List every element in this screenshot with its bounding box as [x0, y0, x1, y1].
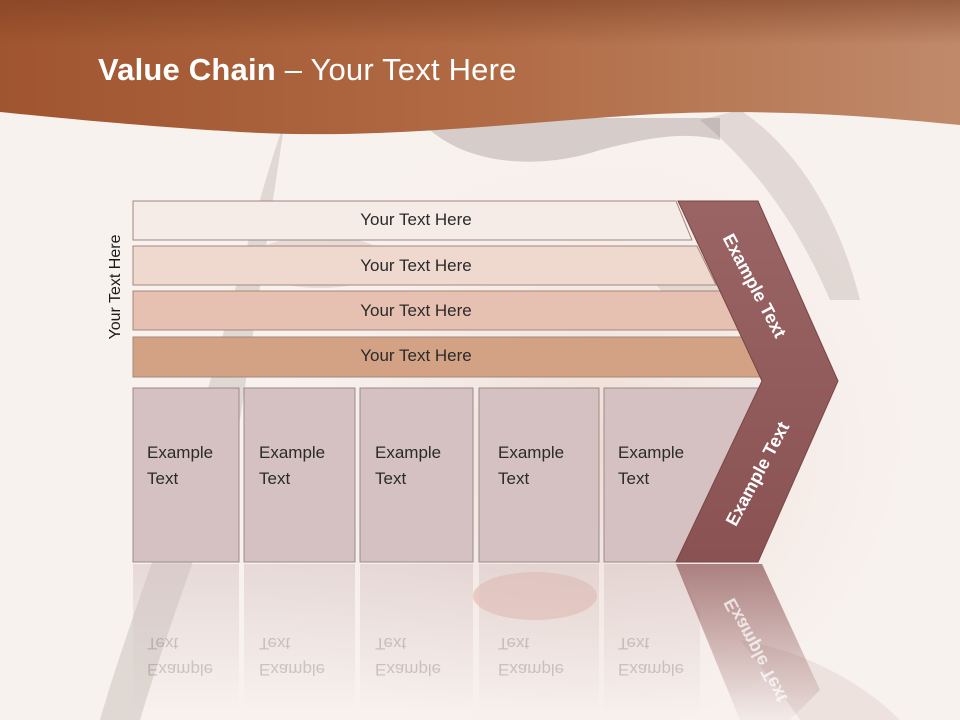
cell-reflections	[133, 564, 700, 714]
band-group	[132, 200, 763, 378]
page-title: Value Chain – Your Text Here	[98, 52, 517, 88]
band-3-label: Your Text Here	[360, 301, 472, 320]
cell-1	[132, 387, 240, 563]
title-rest: – Your Text Here	[275, 52, 517, 87]
cell-1-line1: Example	[147, 443, 214, 462]
band-1-label: Your Text Here	[360, 210, 472, 229]
cell-4-line1: Example	[498, 443, 565, 462]
hair-top	[430, 118, 720, 162]
hair-right	[700, 110, 860, 300]
side-label: Your Text Here	[107, 234, 124, 340]
chevron-reflection	[676, 564, 820, 720]
cell-2-line1: Example	[259, 443, 326, 462]
band-2-label: Your Text Here	[360, 256, 472, 275]
cell-group	[132, 387, 761, 563]
hair-left	[100, 120, 285, 720]
cell-2	[243, 387, 356, 563]
band-4-label: Your Text Here	[360, 346, 472, 365]
cell-3-line2: Text	[375, 469, 407, 488]
title-bold: Value Chain	[98, 52, 276, 87]
header-shade	[0, 0, 960, 45]
chevron	[675, 200, 839, 563]
cell-4	[478, 387, 600, 563]
band-2	[132, 245, 717, 286]
band-1	[132, 200, 693, 241]
cell-3	[359, 387, 474, 563]
cell-5-line1: Example	[618, 443, 685, 462]
cell-2-line2: Text	[259, 469, 291, 488]
cell-3-line1: Example	[375, 443, 442, 462]
cell-5-line2: Text	[618, 469, 650, 488]
cell-4-line2: Text	[498, 469, 530, 488]
cell-1-line2: Text	[147, 469, 179, 488]
